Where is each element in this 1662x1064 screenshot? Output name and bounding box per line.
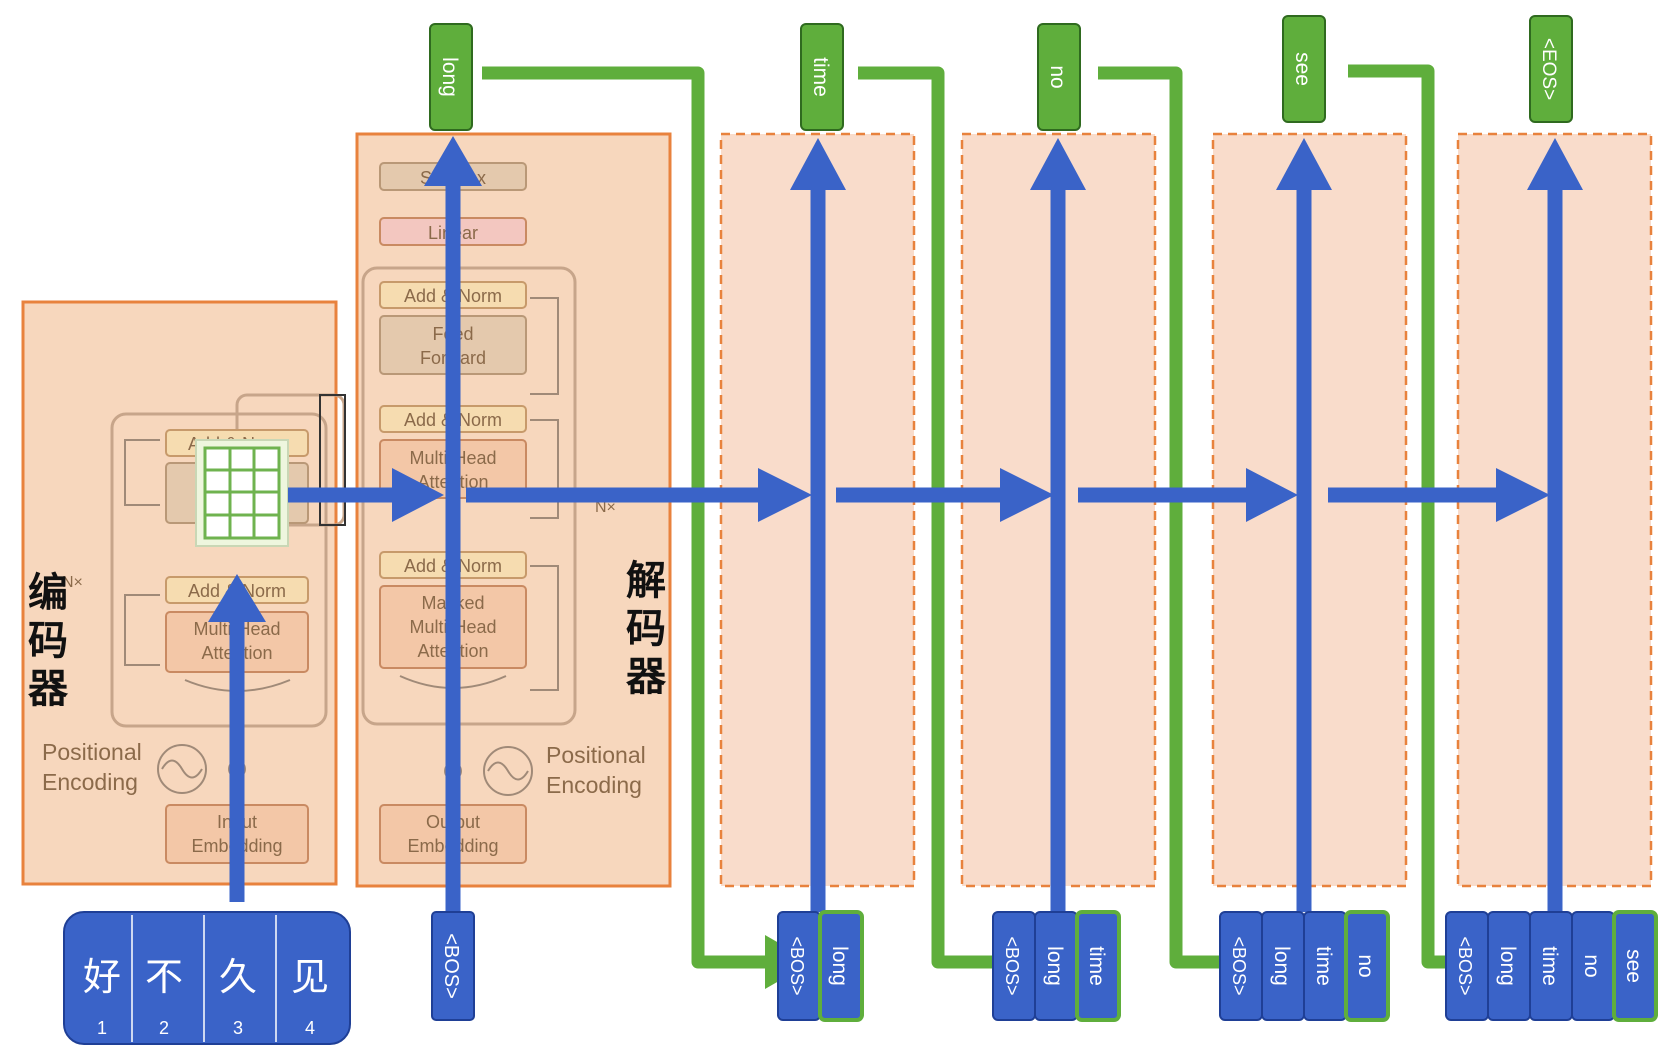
step-input-token [1075, 910, 1121, 1022]
step-input-token-label: <BOS> [1455, 936, 1475, 995]
step-input-row: <BOS> long [777, 910, 864, 1022]
input-token-char: 好 [83, 957, 121, 999]
context-matrix-icon [195, 439, 289, 547]
input-token-block: 好 不 久 见 1 2 3 4 [63, 911, 351, 1045]
decoder-bos-input: <BOS> [431, 911, 475, 1021]
encoder-pos-line2: Encoding [42, 769, 138, 795]
encoder-pos-line1: Positional [42, 739, 142, 765]
feedback-arrow-2 [858, 66, 1030, 969]
input-token-index: 2 [159, 1018, 169, 1038]
step-input-token [1344, 910, 1390, 1022]
output-token-label: time [809, 57, 832, 97]
output-token-label: long [438, 57, 461, 97]
step-input-row: <BOS> long time [992, 910, 1121, 1022]
decoder-nx-label: N× [595, 499, 616, 516]
encoder-title-char-1: 编 [28, 571, 68, 615]
step-input-token-label: time [1085, 946, 1108, 986]
input-token-char: 见 [291, 957, 329, 999]
decoder-title-char-2: 码 [626, 607, 666, 651]
step-input-token [1612, 910, 1658, 1022]
input-token-index: 1 [97, 1018, 107, 1038]
step-input-token-label: time [1538, 946, 1561, 986]
step-input-token-label: no [1354, 954, 1377, 977]
output-tokens: long time no see <EOS> [429, 15, 1573, 131]
encoder-block: Add & Norm Add & Norm Multi-Head Attenti… [21, 300, 346, 886]
input-token-index: 4 [305, 1018, 315, 1038]
encoder-title-char-3: 器 [28, 667, 69, 711]
input-token-char: 不 [145, 957, 183, 999]
step-input-token-label: long [1043, 946, 1066, 986]
output-token: long [429, 23, 473, 131]
decoder-pos-line1: Positional [546, 742, 646, 768]
output-token-label: see [1291, 52, 1314, 86]
encoder-nx-label: N× [62, 574, 83, 591]
decoder-title-char-1: 解 [626, 559, 666, 603]
encoder-layer-frame [110, 412, 328, 728]
output-token: time [800, 23, 844, 131]
step-input-token [818, 910, 864, 1022]
step-input-token-label: long [1270, 946, 1293, 986]
blue-arrows [208, 136, 1583, 912]
step-input-token-label: <BOS> [787, 936, 807, 995]
feedback-arrow-1 [482, 66, 770, 969]
encoder-title-char-2: 码 [28, 619, 68, 663]
step-input-token-label: long [1496, 946, 1519, 986]
input-token-char: 久 [219, 957, 257, 999]
decoder-bos-label: <BOS> [440, 933, 462, 999]
step-input-token-label: <BOS> [1002, 936, 1022, 995]
input-token-index: 3 [233, 1018, 243, 1038]
output-token-label: <EOS> [1538, 38, 1559, 100]
output-token: see [1282, 15, 1326, 123]
output-token: <EOS> [1529, 15, 1573, 123]
decoder-pos-line2: Encoding [546, 772, 642, 798]
step-input-token-label: time [1312, 946, 1335, 986]
step-input-token-label: long [828, 946, 851, 986]
step-input-token-label: no [1580, 954, 1603, 977]
output-token-label: no [1046, 65, 1069, 88]
step-input-token-label: see [1622, 949, 1645, 983]
decoder-title-char-3: 器 [626, 655, 667, 699]
output-token: no [1037, 23, 1081, 131]
step-input-token-label: <BOS> [1229, 936, 1249, 995]
